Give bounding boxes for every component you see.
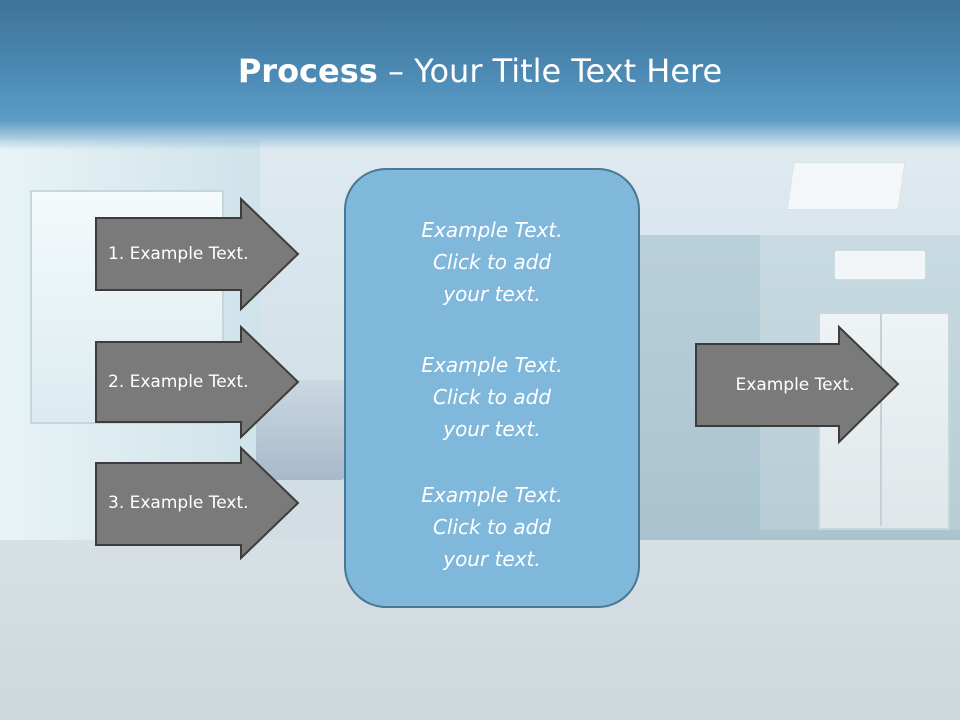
left-arrow-3-label: 3. Example Text. (108, 493, 249, 513)
title-bar (0, 0, 960, 150)
title-rest: – Your Title Text Here (377, 52, 723, 90)
arrow-shape-icon (695, 324, 900, 445)
center-item-line: your text. (443, 547, 541, 571)
center-text-item-3: Example Text. Click to add your text. (346, 479, 638, 575)
center-text-box[interactable]: Example Text. Click to add your text. Ex… (344, 168, 640, 608)
left-arrow-3[interactable]: 3. Example Text. (95, 445, 300, 561)
left-arrow-1-label: 1. Example Text. (108, 244, 249, 264)
center-item-line: Example Text. (421, 218, 563, 242)
slide-title[interactable]: Process – Your Title Text Here (0, 52, 960, 90)
center-item-line: your text. (443, 417, 541, 441)
arrow-shape-icon (95, 196, 300, 312)
arrow-shape-icon (95, 445, 300, 561)
center-item-line: Click to add (432, 250, 552, 274)
center-text-item-1: Example Text. Click to add your text. (346, 214, 638, 310)
right-arrow[interactable]: Example Text. (695, 324, 900, 445)
right-arrow-label: Example Text. (735, 375, 855, 395)
title-bold: Process (237, 52, 378, 90)
center-item-line: your text. (443, 282, 541, 306)
background-air-conditioner (834, 250, 926, 280)
background-door-split (880, 312, 882, 526)
center-text-item-2: Example Text. Click to add your text. (346, 349, 638, 445)
center-item-line: Click to add (432, 515, 552, 539)
arrow-shape-icon (95, 324, 300, 440)
center-item-line: Example Text. (421, 483, 563, 507)
left-arrow-2-label: 2. Example Text. (108, 372, 249, 392)
center-item-line: Click to add (432, 385, 552, 409)
background-ceiling-light (786, 162, 906, 210)
left-arrow-2[interactable]: 2. Example Text. (95, 324, 300, 440)
center-item-line: Example Text. (421, 353, 563, 377)
left-arrow-1[interactable]: 1. Example Text. (95, 196, 300, 312)
